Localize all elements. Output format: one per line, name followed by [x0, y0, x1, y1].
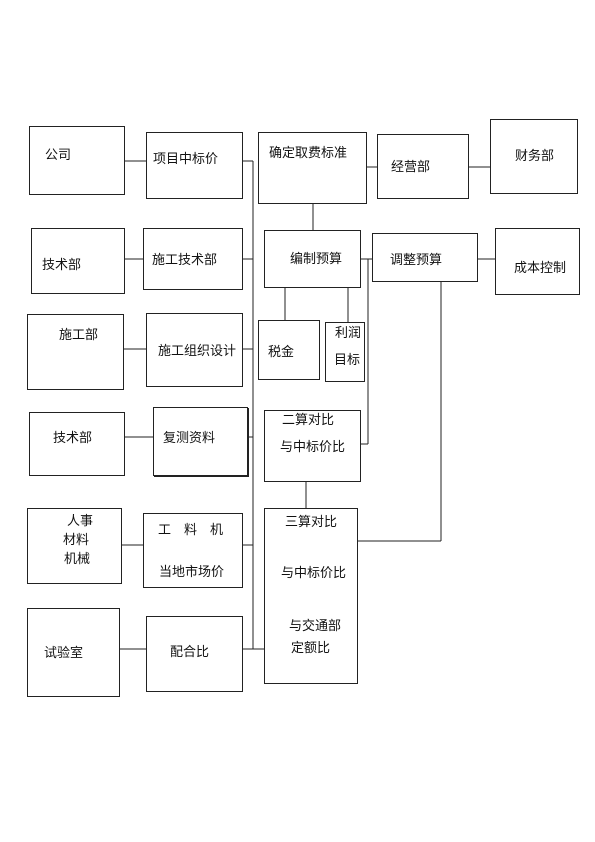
label-jixie: 机械	[64, 552, 91, 567]
label-ersuan: 二算对比	[282, 413, 335, 428]
label-lirun: 利润	[335, 326, 362, 341]
label-jishubu-2: 技术部	[53, 431, 93, 446]
box-xiangmu-zhongbiaojia: 项目中标价	[146, 132, 243, 199]
label-cailiao: 材料	[63, 533, 90, 548]
label-tiaozheng-yusuan: 调整预算	[390, 253, 443, 268]
label-gongliaoji: 工 料 机	[158, 523, 224, 538]
label-bianzhi-yusuan: 编制预算	[290, 252, 343, 267]
box-lirun-mubiao: 利润 目标	[325, 322, 365, 382]
label-shigong-jishubu: 施工技术部	[152, 253, 218, 268]
box-shigongbu: 施工部	[27, 314, 124, 390]
box-shigong-zuzhi-sheji: 施工组织设计	[146, 313, 243, 387]
box-queding-qufei-biaozhun: 确定取费标准	[258, 132, 367, 204]
box-shuijin: 税金	[258, 320, 320, 380]
label-shuijin: 税金	[268, 345, 295, 360]
box-jingyingbu: 经营部	[377, 134, 469, 199]
box-jishubu-2: 技术部	[29, 412, 125, 476]
box-peihebi: 配合比	[146, 616, 243, 692]
label-jiaotongbu: 与交通部	[289, 619, 342, 634]
label-fuce-ziliao: 复测资料	[163, 431, 216, 446]
label-shichangjia: 当地市场价	[159, 565, 225, 580]
label-chengben-kongzhi: 成本控制	[514, 261, 567, 276]
box-gongliaoji-shichangjia: 工 料 机 当地市场价	[143, 513, 243, 588]
box-ersuan-duibi: 二算对比 与中标价比	[264, 410, 361, 482]
box-shigong-jishubu: 施工技术部	[143, 228, 243, 290]
label-queding-qufei-biaozhun: 确定取费标准	[269, 146, 348, 161]
box-gongsi: 公司	[29, 126, 125, 195]
box-chengben-kongzhi: 成本控制	[495, 228, 580, 295]
label-jishubu-1: 技术部	[42, 258, 82, 273]
label-peihebi: 配合比	[170, 645, 210, 660]
label-mubiao: 目标	[334, 353, 361, 368]
box-fuce-ziliao: 复测资料	[153, 407, 248, 476]
label-shigong-zuzhi-sheji: 施工组织设计	[158, 344, 237, 359]
label-sansuan-zhongbiaojia: 与中标价比	[281, 566, 347, 581]
label-jingyingbu: 经营部	[391, 160, 431, 175]
label-shigongbu: 施工部	[59, 328, 99, 343]
label-gongsi: 公司	[45, 148, 72, 163]
label-ersuan-zhongbiaojia: 与中标价比	[280, 440, 346, 455]
box-bianzhi-yusuan: 编制预算	[264, 230, 361, 288]
label-xiangmu-zhongbiaojia: 项目中标价	[153, 152, 219, 167]
label-dinge: 定额比	[291, 641, 331, 656]
label-caiwubu: 财务部	[515, 149, 555, 164]
box-shiyanshi: 试验室	[27, 608, 120, 697]
box-renshi-cailiao-jixie: 人事 材料 机械	[27, 508, 122, 584]
label-renshi: 人事	[67, 514, 94, 529]
box-sansuan-duibi: 三算对比 与中标价比 与交通部 定额比	[264, 508, 358, 684]
box-caiwubu: 财务部	[490, 119, 578, 194]
label-sansuan: 三算对比	[285, 515, 338, 530]
box-jishubu-1: 技术部	[31, 228, 125, 294]
box-tiaozheng-yusuan: 调整预算	[372, 233, 478, 282]
label-shiyanshi: 试验室	[44, 646, 84, 661]
